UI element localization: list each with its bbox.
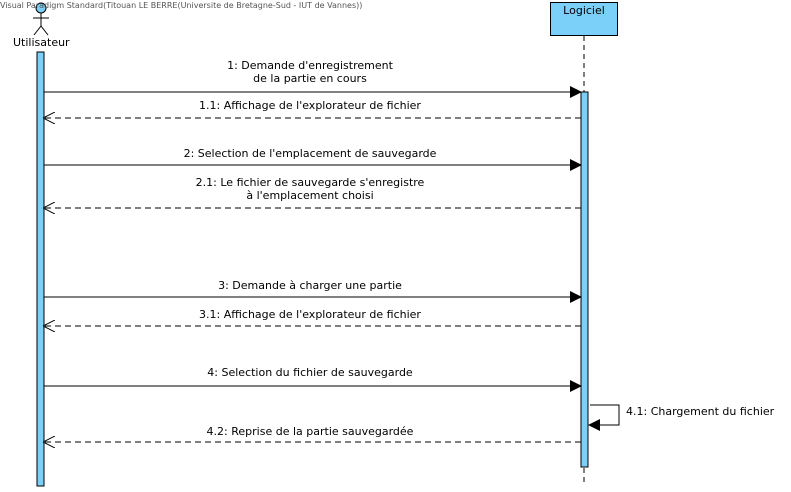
message-label-m4_1: 4.1: Chargement du fichier — [626, 405, 775, 418]
watermark-text: Visual Paradigm Standard(Titouan LE BERR… — [0, 1, 363, 10]
message-label-m3: 3: Demande à charger une partie — [218, 279, 402, 292]
actor-utilisateur — [33, 2, 49, 36]
message-arrow-m4_1 — [588, 404, 620, 431]
activation-bar-utilisateur — [36, 51, 45, 487]
message-label-m2: 2: Selection de l'emplacement de sauvega… — [183, 147, 437, 160]
message-label-m4: 4: Selection du fichier de sauvegarde — [207, 366, 413, 379]
lifeline-head-logiciel: Logiciel — [550, 2, 618, 36]
lifeline-label-logiciel: Logiciel — [563, 4, 605, 17]
actor-label-utilisateur: Utilisateur — [13, 36, 70, 49]
message-label-m1: 1: Demande d'enregistrement de la partie… — [227, 59, 393, 85]
actor-leg-left — [33, 25, 42, 36]
message-label-m2_1: 2.1: Le fichier de sauvegarde s'enregist… — [195, 176, 425, 202]
message-label-m3_1: 3.1: Affichage de l'explorateur de fichi… — [199, 308, 421, 321]
actor-leg-right — [40, 25, 49, 36]
activation-bar-logiciel — [580, 91, 589, 468]
message-label-m4_2: 4.2: Reprise de la partie sauvegardée — [206, 425, 414, 438]
message-label-m1_1: 1.1: Affichage de l'explorateur de fichi… — [199, 99, 421, 112]
